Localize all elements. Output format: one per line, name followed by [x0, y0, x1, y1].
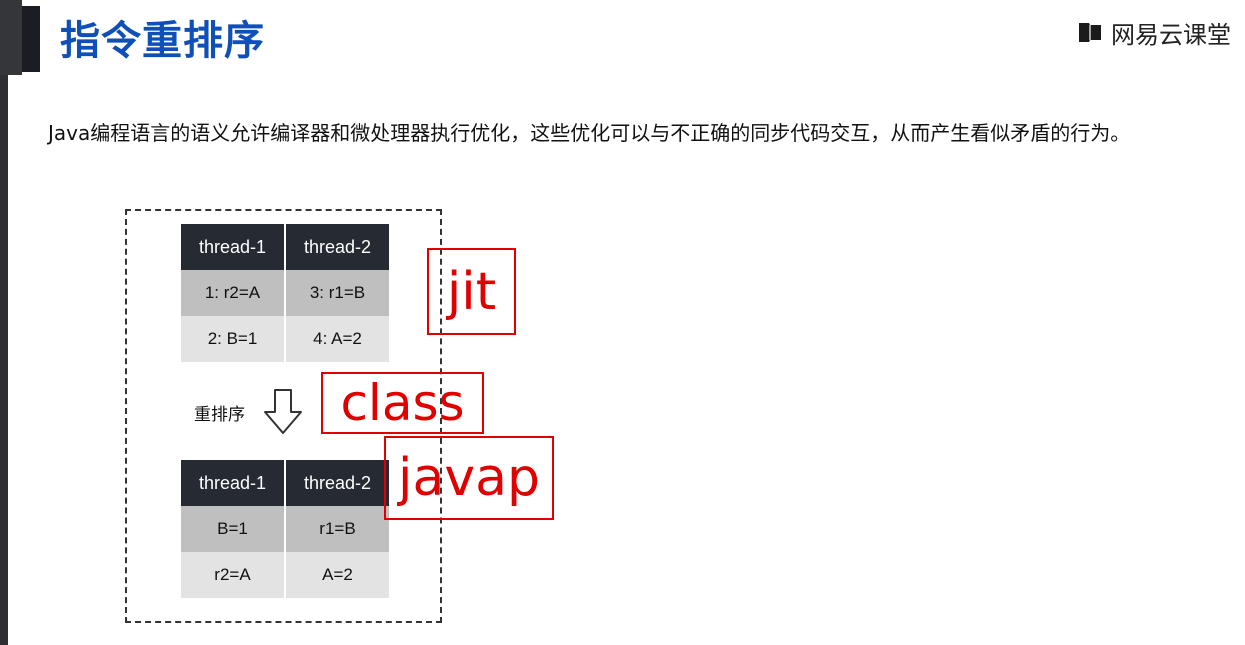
table-cell: 3: r1=B — [285, 270, 391, 316]
description-text: Java编程语言的语义允许编译器和微处理器执行优化，这些优化可以与不正确的同步代… — [48, 121, 1131, 145]
brand-name: 网易云课堂 — [1111, 20, 1231, 49]
table-cell: r1=B — [285, 506, 391, 552]
table-header-cell: thread-1 — [181, 224, 286, 270]
table-cell: A=2 — [285, 552, 391, 598]
reorder-before-table: thread-1 thread-2 1: r2=A 3: r1=B 2: B=1… — [181, 224, 391, 362]
annotation-jit: jit — [427, 248, 516, 335]
page-title: 指令重排序 — [60, 18, 265, 64]
brand-logo: 网易云课堂 — [1077, 12, 1231, 52]
table-header-cell: thread-2 — [285, 460, 391, 506]
table-cell: 1: r2=A — [181, 270, 286, 316]
left-edge-strip — [0, 0, 8, 645]
table-header-cell: thread-2 — [285, 224, 391, 270]
table-cell: r2=A — [181, 552, 286, 598]
table-header-cell: thread-1 — [181, 460, 286, 506]
table-cell: B=1 — [181, 506, 286, 552]
diagram-dashed-frame — [125, 209, 442, 623]
title-accent-bar — [22, 6, 40, 72]
book-icon — [1079, 23, 1101, 42]
reorder-label: 重排序 — [194, 405, 245, 425]
table-cell: 2: B=1 — [181, 316, 286, 362]
left-edge-strip-top — [0, 0, 22, 75]
annotation-class: class — [321, 372, 484, 434]
down-arrow-icon — [264, 389, 302, 434]
reorder-after-table: thread-1 thread-2 B=1 r1=B r2=A A=2 — [181, 460, 391, 598]
table-cell: 4: A=2 — [285, 316, 391, 362]
annotation-javap: javap — [384, 436, 554, 520]
